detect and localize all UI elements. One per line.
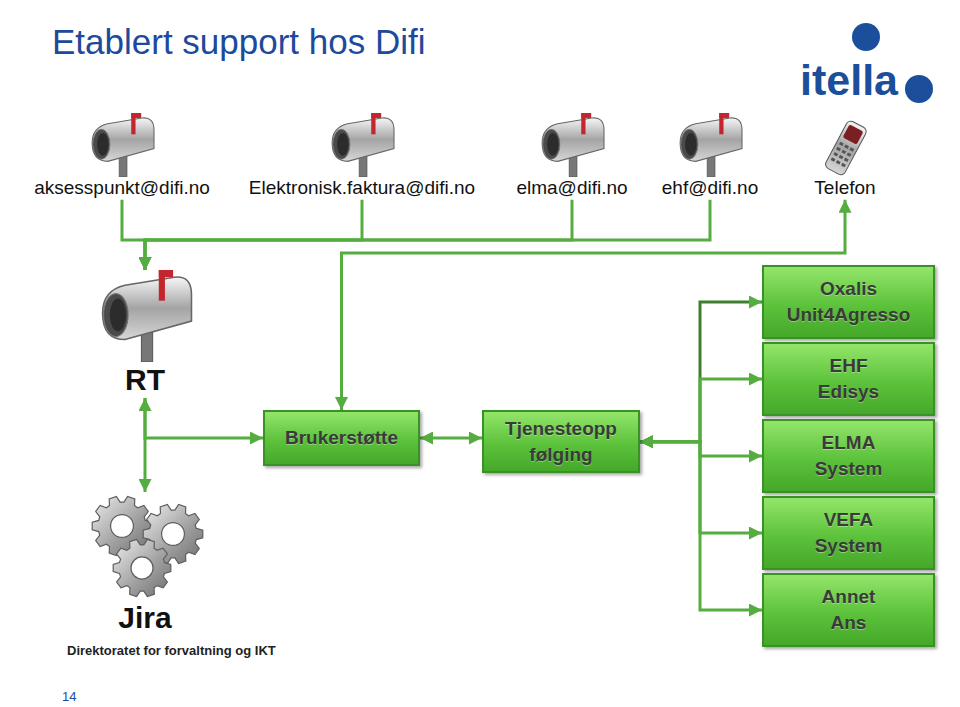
- logo-dot: [905, 75, 933, 103]
- process-box: ELMASystem: [762, 419, 935, 493]
- node-label: aksesspunkt@difi.no: [34, 177, 210, 200]
- phone-picture: [820, 118, 870, 177]
- tool-icon: Jira: [80, 492, 210, 636]
- mail-picture: [326, 113, 398, 177]
- connector: [145, 200, 572, 270]
- mail-symbol: [680, 113, 742, 177]
- mailbox-icon: Elektronisk.faktura@difi.no: [249, 113, 475, 200]
- gear: [113, 540, 171, 597]
- connector: [640, 379, 762, 442]
- connector: [145, 200, 710, 270]
- box-text: EHF: [830, 353, 868, 379]
- connector: [640, 442, 762, 610]
- mailbox-icon: aksesspunkt@difi.no: [34, 113, 210, 200]
- node-label: Telefon: [814, 177, 875, 200]
- mail-picture: [536, 113, 608, 177]
- mail-symbol: [332, 113, 394, 177]
- box-text: System: [815, 533, 883, 559]
- node-label: RT: [93, 362, 198, 398]
- logo-dot: [852, 23, 880, 51]
- connector: [640, 302, 762, 442]
- mail-picture: [674, 113, 746, 177]
- process-box: Brukerstøtte: [263, 410, 420, 466]
- box-text: Unit4Agresso: [787, 302, 911, 328]
- mail-symbol: [542, 113, 604, 177]
- phone-symbol: [824, 119, 868, 176]
- process-box: AnnetAns: [762, 573, 935, 647]
- box-text: Edisys: [818, 379, 879, 405]
- mail-picture: [86, 113, 158, 177]
- box-text: VEFA: [824, 507, 874, 533]
- node-label: Elektronisk.faktura@difi.no: [249, 177, 475, 200]
- page-number: 14: [62, 689, 76, 704]
- box-text: ELMA: [822, 430, 876, 456]
- gears-picture: [80, 492, 210, 600]
- process-box: Tjenesteopp følging: [482, 410, 640, 473]
- connector: [122, 200, 145, 270]
- process-box: OxalisUnit4Agresso: [762, 265, 935, 339]
- box-text: Tjenesteopp følging: [490, 416, 632, 467]
- mailbox-icon: elma@difi.no: [516, 113, 627, 200]
- connector: [420, 437, 482, 440]
- process-box: EHFEdisys: [762, 342, 935, 416]
- node-label: ehf@difi.no: [662, 177, 758, 200]
- slide-title: Etablert support hos Difi: [52, 24, 426, 59]
- mailbox-icon: ehf@difi.no: [662, 113, 758, 200]
- phone-icon: Telefon: [814, 118, 875, 200]
- box-text: Brukerstøtte: [285, 425, 398, 451]
- mail-symbol: [92, 113, 154, 177]
- mail-picture: [93, 270, 198, 362]
- box-text: Oxalis: [820, 276, 877, 302]
- logo-text: itella: [800, 56, 898, 105]
- node-label: Jira: [80, 600, 210, 636]
- node-label: elma@difi.no: [516, 177, 627, 200]
- mail-symbol: [102, 270, 191, 362]
- connector: [145, 398, 263, 438]
- connector: [145, 200, 362, 270]
- footer-text: Direktoratet for forvaltning og IKT: [67, 643, 276, 658]
- box-text: System: [815, 456, 883, 482]
- box-text: Ans: [831, 610, 867, 636]
- mailbox-icon: RT: [93, 270, 198, 398]
- box-text: Annet: [822, 584, 876, 610]
- process-box: VEFASystem: [762, 496, 935, 570]
